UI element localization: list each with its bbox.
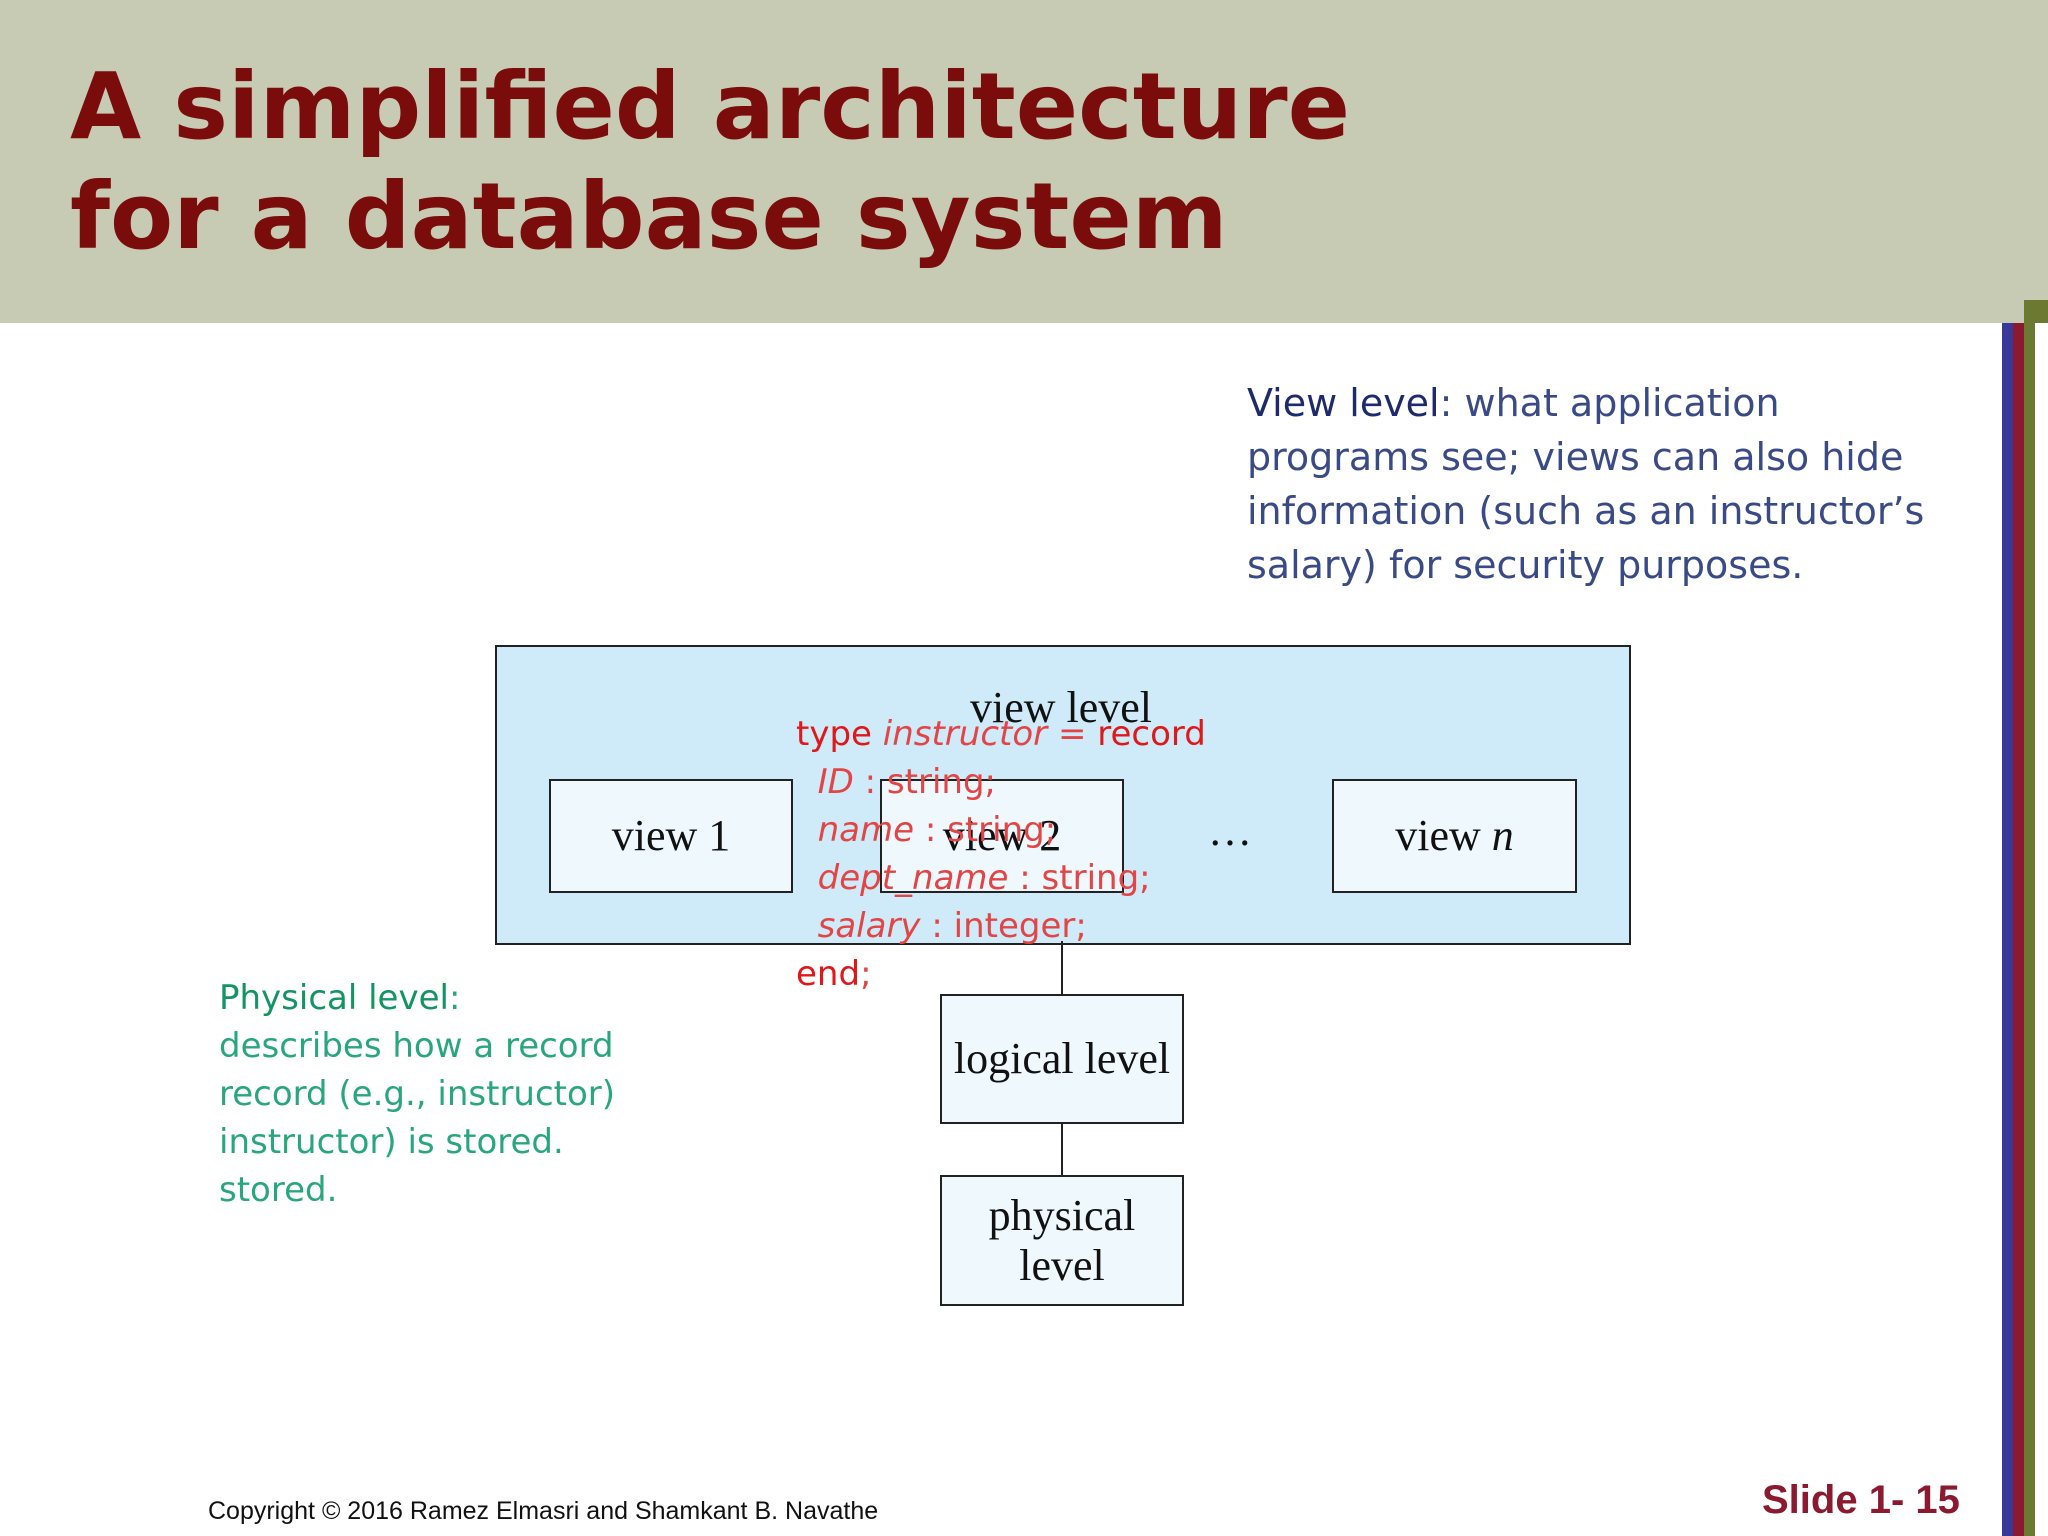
code-field-type: string; [947, 810, 1057, 850]
code-type-name: instructor [882, 714, 1048, 754]
accent-stripe-red [2013, 323, 2024, 1536]
code-field-name: name [817, 810, 915, 850]
view-n-variable: n [1491, 811, 1514, 860]
title-bar [0, 0, 2048, 323]
view-n-box: view n [1332, 779, 1577, 893]
physical-level-note-text: : describes how a record record (e.g., i… [219, 978, 616, 1210]
view-2-label: view 2 [942, 811, 1062, 860]
view-level-note-text: : what application programs see; views c… [1247, 381, 1925, 587]
ellipsis: … [1208, 806, 1252, 855]
code-field-type: string; [886, 762, 996, 802]
code-field-name: salary [817, 906, 921, 946]
slide-title: A simplified architecture for a database… [70, 53, 1350, 270]
connector-logical-physical [1061, 1124, 1063, 1175]
physical-level-box: physical level [940, 1175, 1184, 1306]
accent-stripe-top [2024, 300, 2048, 323]
code-field-sep: : [1008, 858, 1042, 898]
view-level-label: view level [969, 683, 1153, 732]
accent-stripe-green [2024, 323, 2035, 1536]
code-field-type: string; [1041, 858, 1151, 898]
code-end-punct: ; [860, 954, 872, 994]
view-2-box: view 2 [880, 779, 1124, 893]
code-type-keyword: type [796, 714, 872, 754]
code-field-sep: : [853, 762, 887, 802]
view-1-label: view 1 [611, 811, 731, 860]
accent-stripe-blue [2002, 323, 2013, 1536]
view-level-note: View level: what application programs se… [1247, 376, 1927, 592]
physical-level-note-lead: Physical level [219, 978, 449, 1018]
code-equals: = [1047, 714, 1098, 754]
code-field-name: ID [817, 762, 854, 802]
view-n-prefix: view [1395, 811, 1492, 860]
logical-level-label: logical level [953, 1034, 1171, 1083]
code-record-keyword: record [1097, 714, 1206, 754]
copyright-text: Copyright © 2016 Ramez Elmasri and Shamk… [208, 1497, 879, 1525]
code-field-sep: : [914, 810, 948, 850]
view-n-label: view n [1395, 811, 1514, 861]
record-type-code: type instructor = record ID : string; na… [796, 710, 1206, 998]
code-field-sep: : [920, 906, 954, 946]
physical-level-note: Physical level: describes how a record r… [219, 974, 619, 1214]
code-field-type: integer; [953, 906, 1087, 946]
connector-view-logical [1061, 941, 1063, 994]
logical-level-box: logical level [940, 994, 1184, 1124]
view-1-box: view 1 [549, 779, 793, 893]
physical-level-label: physical level [988, 1190, 1136, 1290]
code-field-name: dept_name [817, 858, 1009, 898]
slide-number: Slide 1- 15 [1762, 1478, 1960, 1522]
code-end-keyword: end [796, 954, 861, 994]
view-level-note-lead: View level [1247, 381, 1440, 425]
